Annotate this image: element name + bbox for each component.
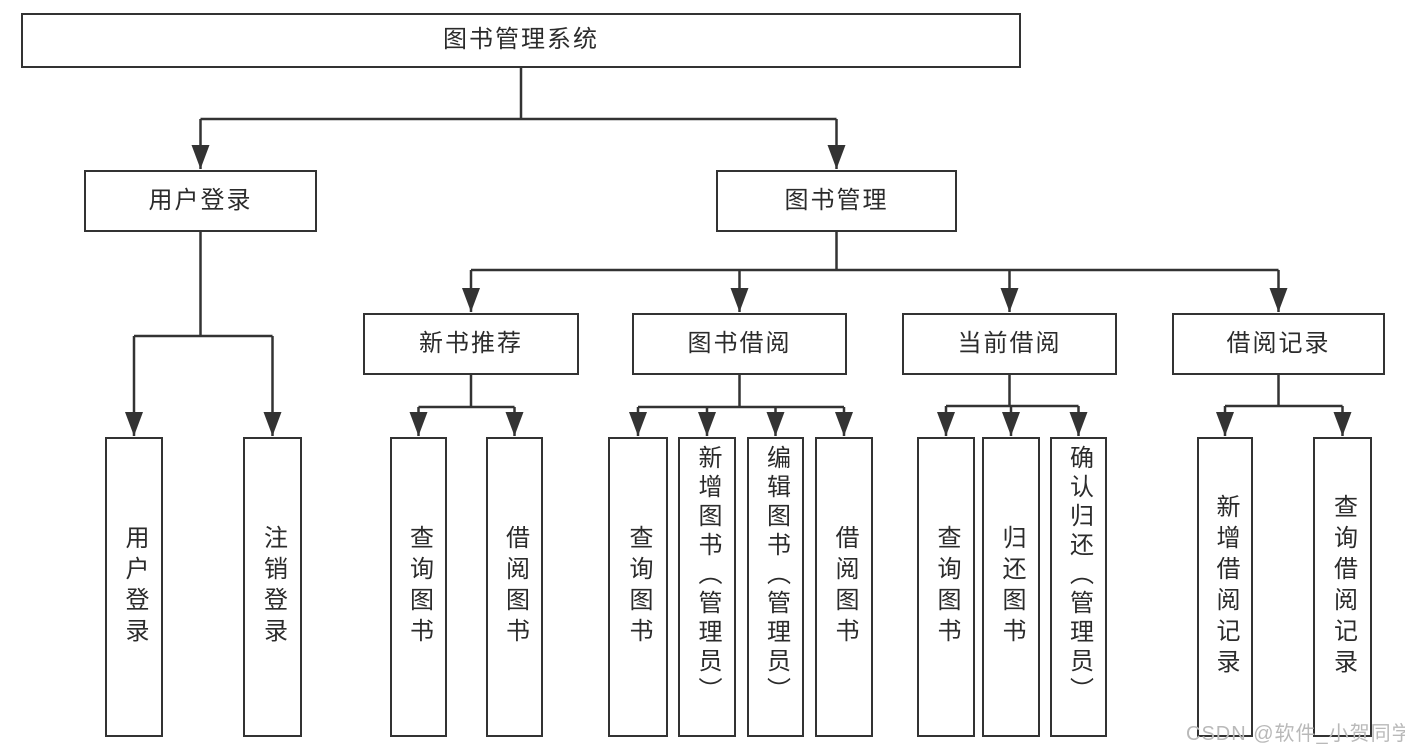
node-book-management: 图书管理 xyxy=(716,170,957,232)
leaf-logout-label: 注销登录 xyxy=(259,525,287,649)
csdn-watermark: CSDN @软件_小贺同学 xyxy=(1186,723,1405,745)
node-new-book-recommendation: 新书推荐 xyxy=(363,313,579,375)
leaf-query-books-current-label: 查询图书 xyxy=(933,525,960,649)
leaf-edit-books-admin: 编辑图书（管理员） xyxy=(747,437,804,737)
leaf-user-login: 用户登录 xyxy=(105,437,163,737)
leaf-query-books-current: 查询图书 xyxy=(917,437,975,737)
leaf-add-books-admin-label: 新增图书（管理员） xyxy=(694,445,721,706)
leaf-return-books: 归还图书 xyxy=(982,437,1040,737)
leaf-confirm-return-admin: 确认归还（管理员） xyxy=(1050,437,1107,737)
leaf-borrow-books-recommend-label: 借阅图书 xyxy=(501,525,529,649)
node-borrowing-records-label: 借阅记录 xyxy=(1226,329,1331,357)
leaf-query-books-recommend-label: 查询图书 xyxy=(405,525,433,649)
leaf-logout: 注销登录 xyxy=(243,437,302,737)
node-user-login: 用户登录 xyxy=(84,170,317,232)
node-library-system-label: 图书管理系统 xyxy=(443,26,599,54)
leaf-query-borrow-record-label: 查询借阅记录 xyxy=(1329,494,1357,680)
leaf-add-books-admin: 新增图书（管理员） xyxy=(678,437,736,737)
leaf-return-books-label: 归还图书 xyxy=(998,525,1025,649)
node-library-system: 图书管理系统 xyxy=(21,13,1021,68)
node-user-login-label: 用户登录 xyxy=(148,186,253,214)
leaf-query-books-borrowing-label: 查询图书 xyxy=(625,525,652,649)
leaf-query-books-recommend: 查询图书 xyxy=(390,437,447,737)
leaf-edit-books-admin-label: 编辑图书（管理员） xyxy=(762,445,790,706)
node-book-borrowing-label: 图书借阅 xyxy=(687,329,792,357)
leaf-borrow-books-recommend: 借阅图书 xyxy=(486,437,543,737)
leaf-borrow-books-borrowing: 借阅图书 xyxy=(815,437,873,737)
leaf-add-borrow-record: 新增借阅记录 xyxy=(1197,437,1253,737)
leaf-user-login-label: 用户登录 xyxy=(121,525,148,649)
leaf-query-borrow-record: 查询借阅记录 xyxy=(1313,437,1372,737)
leaf-add-borrow-record-label: 新增借阅记录 xyxy=(1212,494,1239,680)
node-current-borrowing: 当前借阅 xyxy=(902,313,1117,375)
leaf-query-books-borrowing: 查询图书 xyxy=(608,437,668,737)
node-new-book-recommendation-label: 新书推荐 xyxy=(419,329,523,357)
node-book-borrowing: 图书借阅 xyxy=(632,313,847,375)
node-current-borrowing-label: 当前借阅 xyxy=(957,329,1062,357)
leaf-borrow-books-borrowing-label: 借阅图书 xyxy=(831,525,858,649)
node-borrowing-records: 借阅记录 xyxy=(1172,313,1385,375)
leaf-confirm-return-admin-label: 确认归还（管理员） xyxy=(1065,445,1093,706)
node-book-management-label: 图书管理 xyxy=(784,186,889,214)
